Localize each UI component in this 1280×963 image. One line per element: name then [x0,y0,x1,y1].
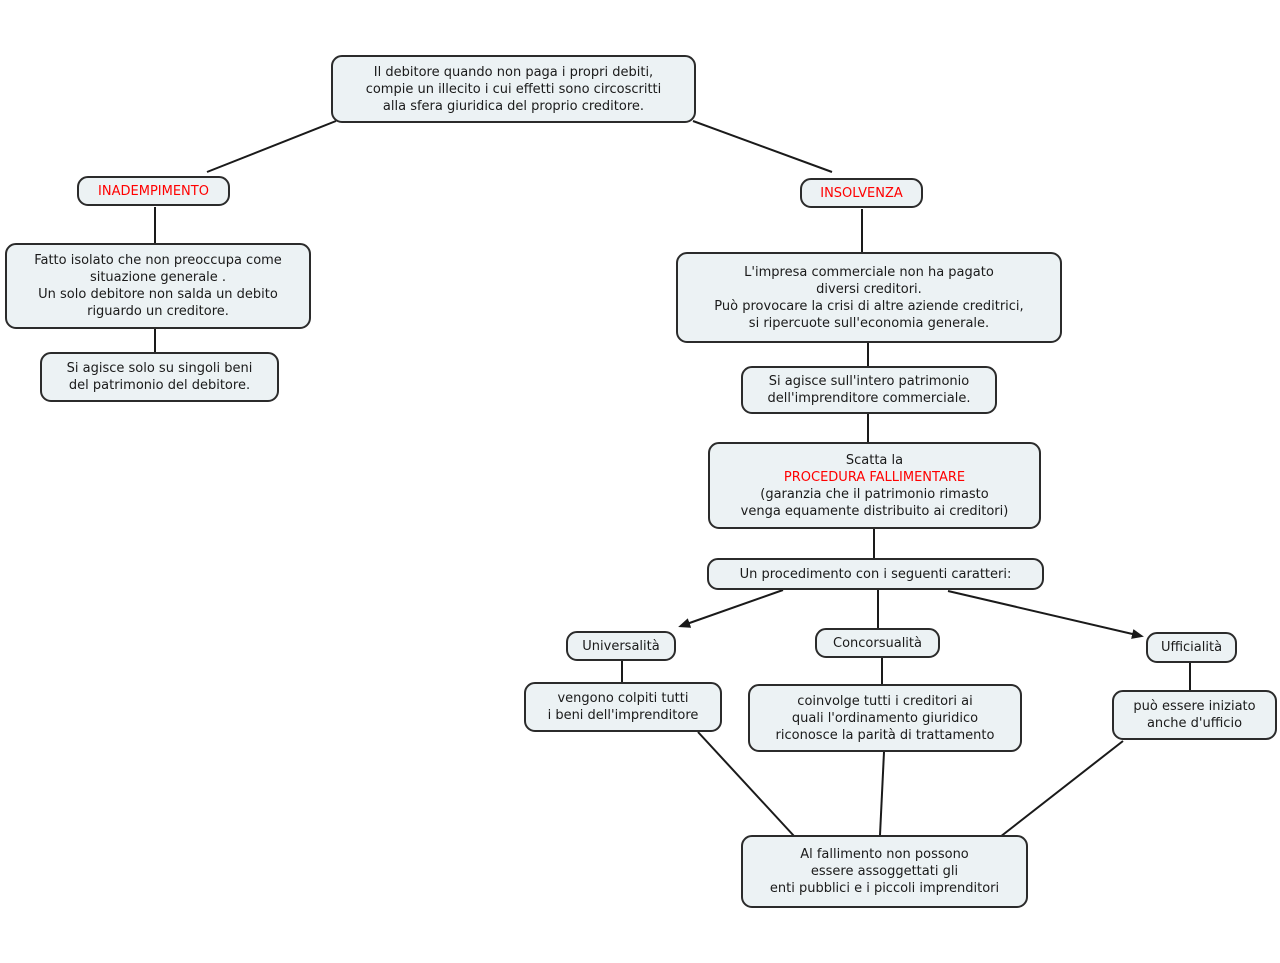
node-impresa[interactable]: L'impresa commerciale non ha pagato dive… [676,252,1062,343]
node-fallimento[interactable]: Al fallimento non possono essere assogge… [741,835,1028,908]
node-concorsualita[interactable]: Concorsualità [815,628,940,658]
connector-root-inadempimento [206,120,337,173]
node-debtor-intro[interactable]: Il debitore quando non paga i propri deb… [331,55,696,123]
node-insolvenza[interactable]: INSOLVENZA [800,178,923,208]
connector-puo-fallimento [999,740,1124,838]
connector-root-insolvenza [692,120,833,173]
procedura-line1: Scatta la [845,452,904,468]
node-puo-essere[interactable]: può essere iniziato anche d'ufficio [1112,690,1277,740]
node-fatto-isolato[interactable]: Fatto isolato che non preoccupa come sit… [5,243,311,329]
node-ufficialita[interactable]: Ufficialità [1146,632,1237,663]
node-procedura-fallimentare[interactable]: Scatta la PROCEDURA FALLIMENTARE (garanz… [708,442,1041,529]
procedura-line3: (garanzia che il patrimonio rimasto veng… [740,486,1009,519]
connector-vengono-fallimento [697,731,795,837]
connector-coinvolge-fallimento [879,751,885,836]
procedura-line2: PROCEDURA FALLIMENTARE [783,469,966,485]
connector-procedimento-universalita [678,589,784,628]
node-singoli-beni[interactable]: Si agisce solo su singoli beni del patri… [40,352,279,402]
node-coinvolge[interactable]: coinvolge tutti i creditori ai quali l'o… [748,684,1022,752]
node-universalita[interactable]: Universalità [566,631,676,661]
node-procedimento-caratteri[interactable]: Un procedimento con i seguenti caratteri… [707,558,1044,590]
node-intero-patrimonio[interactable]: Si agisce sull'intero patrimonio dell'im… [741,366,997,414]
connector-procedimento-ufficialita [947,590,1144,639]
node-inadempimento[interactable]: INADEMPIMENTO [77,176,230,206]
node-vengono-colpiti[interactable]: vengono colpiti tutti i beni dell'impren… [524,682,722,732]
